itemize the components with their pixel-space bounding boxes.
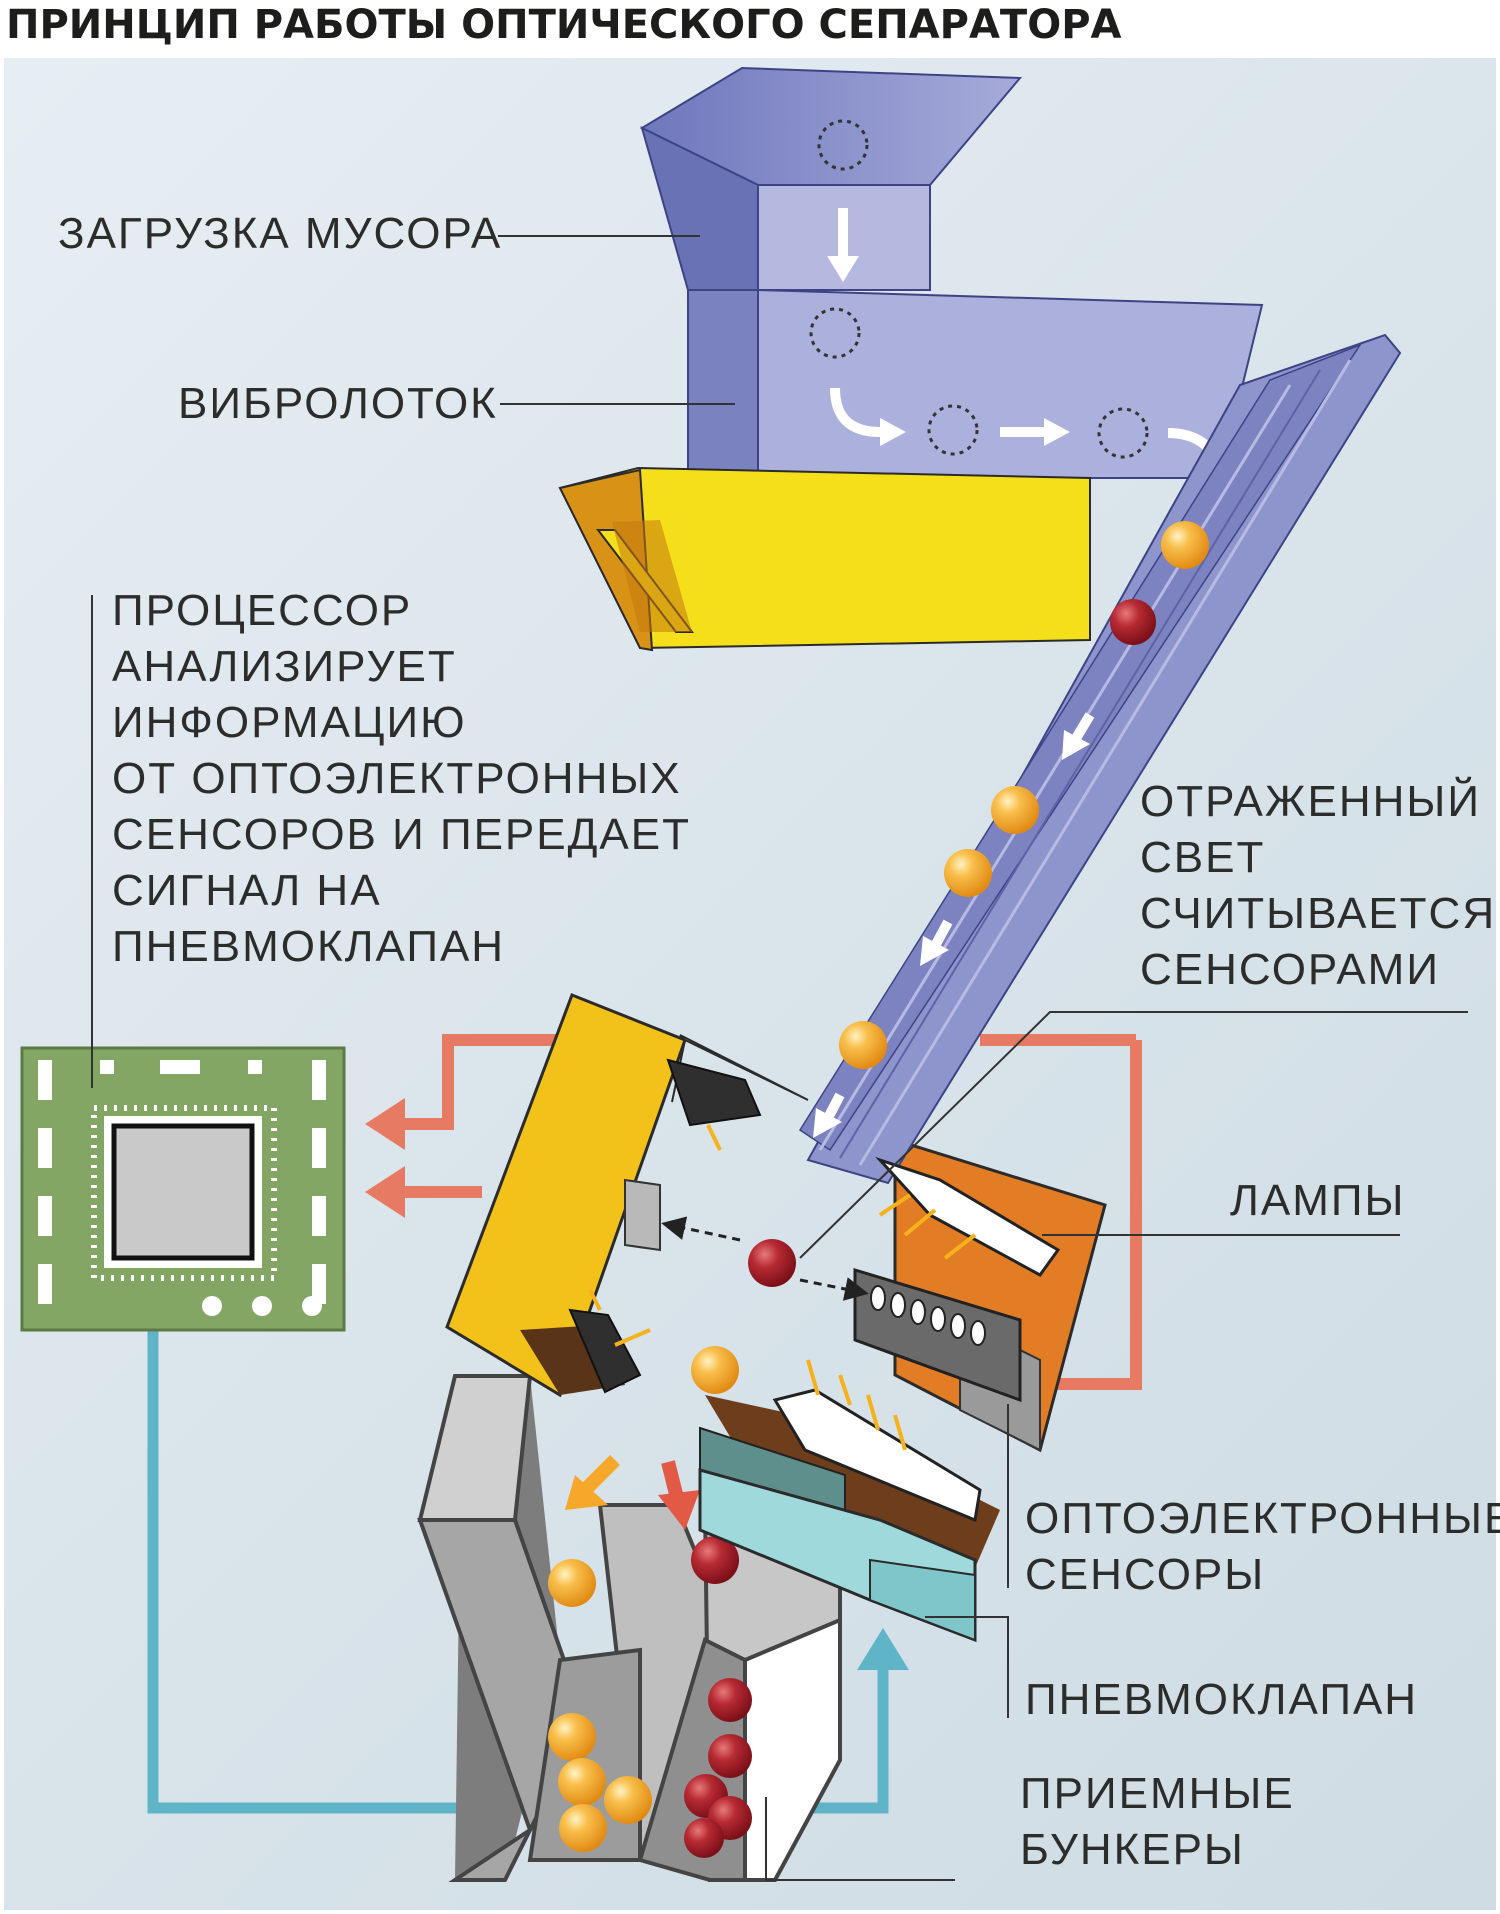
signal-lines [365, 1034, 1142, 1390]
falling-good-item [548, 1559, 596, 1607]
falling-reject-item [691, 1536, 739, 1584]
loading-hopper [639, 66, 1264, 495]
collected-good-items [548, 1559, 652, 1852]
vibro-feeder [558, 466, 1091, 652]
label-processor: ПРОЦЕССОР АНАЛИЗИРУЕТ ИНФОРМАЦИЮ ОТ ОПТО… [112, 586, 691, 971]
sensor-left [624, 1178, 661, 1252]
lamp-bottom-right [772, 1388, 982, 1523]
inclined-chute [798, 333, 1402, 1185]
lamp-top-left [666, 1058, 762, 1127]
lamp-right [875, 1156, 1061, 1277]
reflect-to-array-arrow [799, 1277, 869, 1301]
reflect-to-sensor-arrow [661, 1216, 741, 1242]
processor-chip [20, 1046, 346, 1332]
pneumatic-valve-block [698, 1468, 977, 1643]
optical-chamber [445, 993, 1061, 1523]
good-item-scanned [691, 1346, 739, 1394]
label-sensors: ОПТОЭЛЕКТРОННЫЕ СЕНСОРЫ [1025, 1494, 1500, 1599]
lamp-bottom-left [568, 1308, 642, 1394]
label-vibro-tray: ВИБРОЛОТОК [178, 379, 498, 428]
leader-lines [91, 235, 1468, 1881]
label-reflected-light: ОТРАЖЕННЫЙ СВЕТ СЧИТЫВАЕТСЯ СЕНСОРАМИ [1140, 777, 1497, 994]
good-drop-arrow [565, 1475, 608, 1510]
collected-reject-items [684, 1536, 752, 1858]
label-lamps: ЛАМПЫ [1230, 1176, 1406, 1225]
label-bins: ПРИЕМНЫЕ БУНКЕРЫ [1020, 1769, 1295, 1874]
label-pneumo-valve: ПНЕВМОКЛАПАН [1025, 1675, 1419, 1724]
reject-item-scanned [748, 1239, 796, 1287]
reject-drop-arrow [658, 1490, 700, 1530]
label-loading: ЗАГРУЗКА МУСОРА [58, 209, 503, 258]
page-title: ПРИНЦИП РАБОТЫ ОПТИЧЕСКОГО СЕПАРАТОРА [6, 2, 1122, 48]
light-rays [588, 1124, 977, 1451]
